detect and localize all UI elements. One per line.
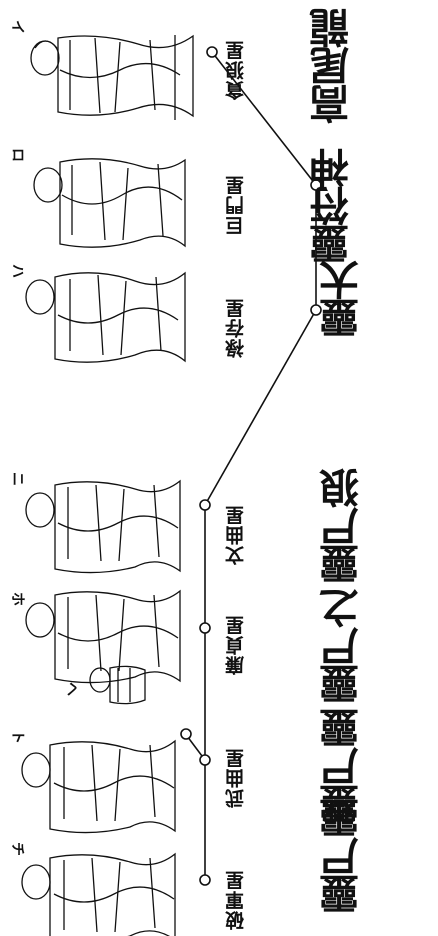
star-label-7: 武曲星 [225, 748, 247, 808]
marker-to: ト [8, 728, 26, 746]
marker-he: ヘ [62, 680, 80, 698]
star-label-3: 祿存星 [225, 298, 247, 358]
star-label-2: 巨門星 [225, 175, 247, 235]
star-nodes [181, 47, 321, 885]
marker-ho: ホ [8, 590, 26, 608]
star-label-1: 貪狼星 [225, 40, 247, 100]
marker-chi: チ [8, 840, 26, 858]
marker-ha: ハ [8, 262, 26, 280]
seal-8: 靈尸靈 [320, 800, 366, 914]
star-label-5: 廉貞星 [225, 615, 247, 675]
seal-1: 高尾龍 [310, 10, 356, 124]
seal-3: 靈大 [320, 262, 366, 338]
star-label-4: 文曲星 [225, 505, 247, 565]
marker-ro: ロ [8, 146, 26, 164]
seal-5: 靈尸之 [320, 590, 366, 704]
marker-i: イ [8, 18, 26, 36]
robed-figures [22, 35, 193, 936]
star-label-8: 破軍星 [225, 870, 247, 930]
marker-ni: ニ [8, 470, 26, 488]
seal-2: 靈符神 [310, 150, 356, 264]
seal-4: 靈尸狼 [320, 470, 366, 584]
